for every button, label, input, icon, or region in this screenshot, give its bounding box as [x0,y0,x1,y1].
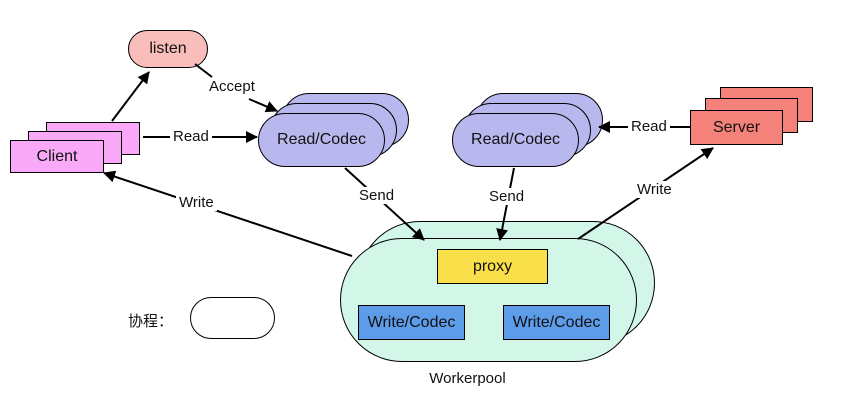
write-codec-left-node: Write/Codec [358,305,465,340]
write-codec-right-node: Write/Codec [503,305,610,340]
edge-label-write-right: Write [634,181,675,198]
read-codec-right-node: Read/Codec [452,113,579,167]
read-codec-left-label: Read/Codec [277,131,366,148]
proxy-node: proxy [437,249,548,284]
edge-label-read-left: Read [170,128,212,145]
client-node: Client [10,140,104,173]
legend-coroutine-label: 协程： [128,313,174,330]
proxy-label: proxy [472,257,513,275]
server-label: Server [712,118,761,136]
edge-label-send-right: Send [486,188,528,205]
workerpool-label: Workerpool [429,370,506,387]
server-node: Server [690,110,783,145]
legend-coroutine-pill [190,297,275,339]
arrow-client-to-listen [111,71,150,122]
client-label: Client [36,147,78,165]
listen-label: listen [149,40,187,57]
write-codec-left-label: Write/Codec [367,313,456,331]
arrow-workerpool-write-client [103,170,353,257]
listen-node: listen [128,30,208,68]
write-codec-right-label: Write/Codec [512,313,601,331]
arrow-accept-to-readcodec [248,98,278,113]
edge-label-accept: Accept [206,78,258,95]
edge-label-write-left: Write [176,194,217,211]
edge-label-read-right: Read [628,118,670,135]
edge-label-send-left: Send [356,187,398,204]
read-codec-left-node: Read/Codec [258,113,385,167]
read-codec-right-label: Read/Codec [471,131,560,148]
